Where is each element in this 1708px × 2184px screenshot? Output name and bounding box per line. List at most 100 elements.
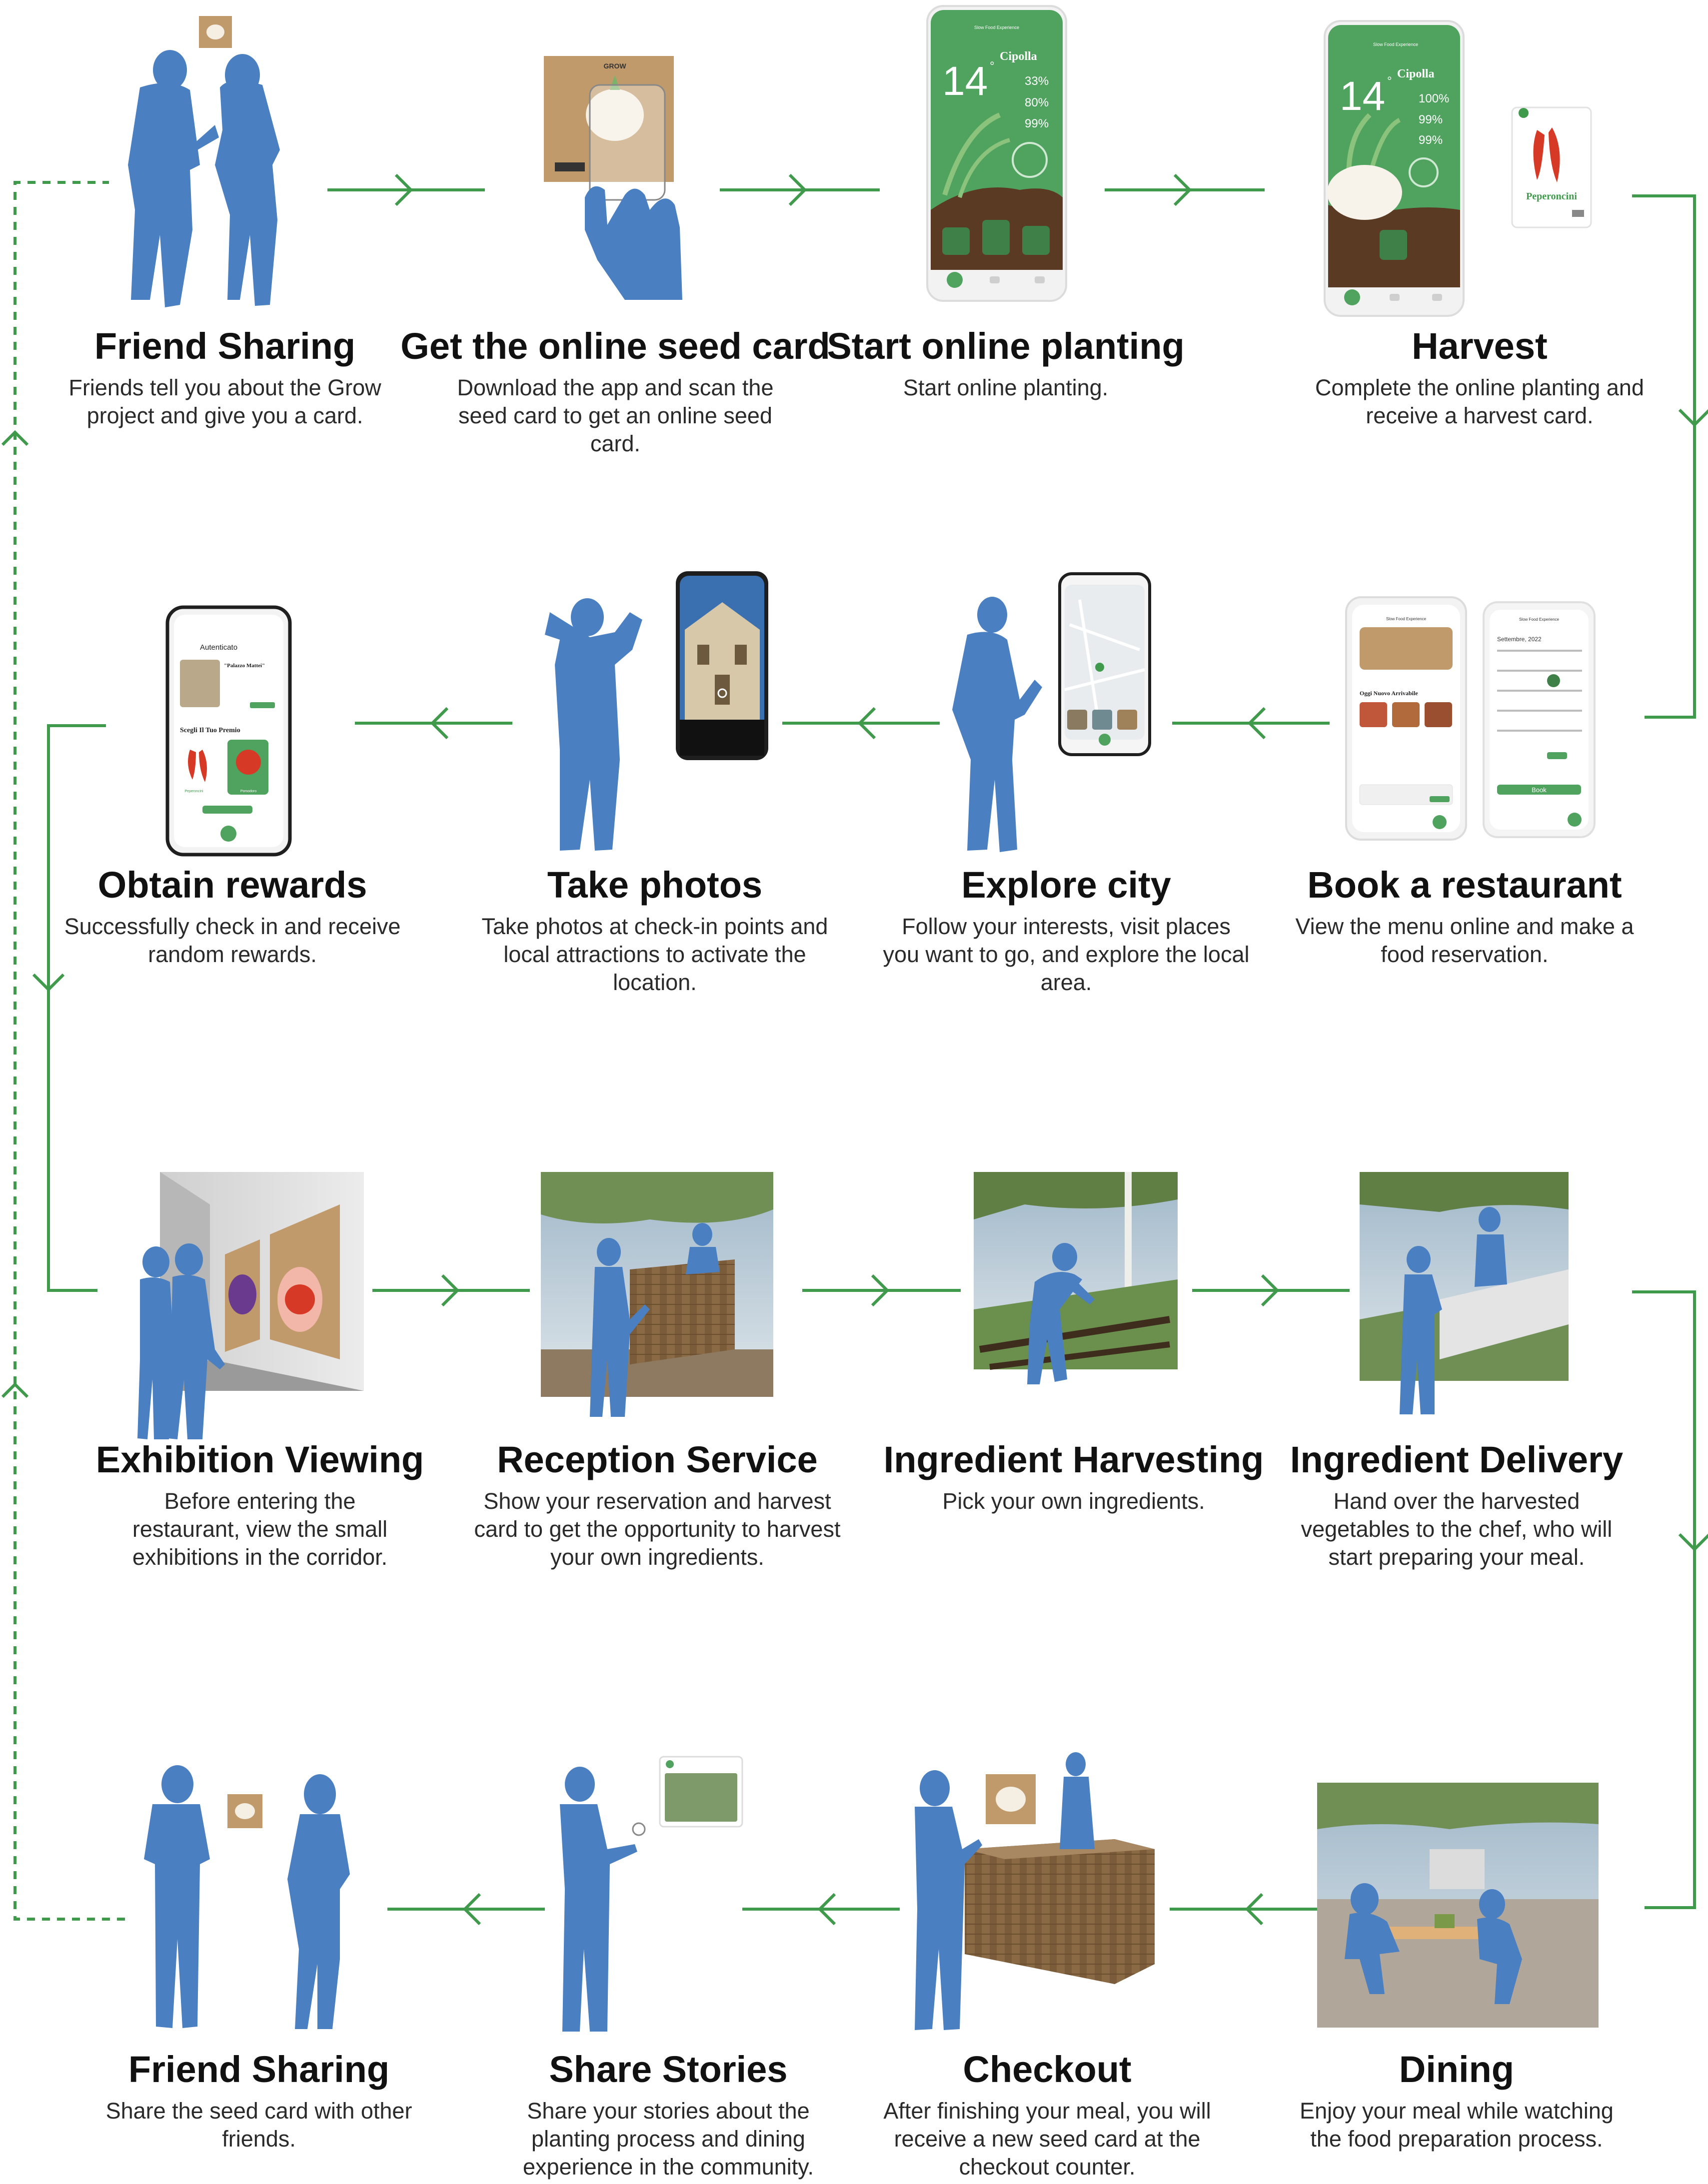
illustration-take-photos — [545, 571, 768, 851]
arrow-14-15 — [742, 1893, 900, 1926]
rewards-status: Autenticato — [200, 643, 237, 652]
phone-planting-app — [926, 5, 1067, 302]
menu-banner — [1360, 627, 1453, 670]
illustration-seed-card-scan — [544, 56, 682, 300]
harvest-stat-3: 99% — [1419, 133, 1443, 147]
planting-temperature: 14 — [942, 58, 988, 104]
illustration-share-stories — [560, 1756, 743, 2032]
palazzo-thumb — [180, 660, 220, 707]
rewards-place: "Palazzo Mattei" — [224, 663, 265, 669]
reception-counter — [630, 1259, 735, 1364]
planting-degree: ° — [990, 59, 995, 73]
reward-item-1-label: Peperoncini — [185, 790, 203, 793]
book-button-label: Book — [1532, 786, 1547, 794]
menu-title: Oggi Nuovo Arrivabile — [1360, 690, 1418, 697]
checkout-counter — [965, 1839, 1155, 1984]
illustration-friend-sharing — [128, 16, 280, 307]
arrow-15-16 — [387, 1893, 545, 1926]
harvest-stat-1: 100% — [1419, 92, 1449, 105]
step-1-desc: Friends tell you about the Grow project … — [68, 375, 381, 428]
step-8-desc: Successfully check in and receive random… — [64, 914, 401, 967]
book-button — [1497, 785, 1581, 795]
harvest-card — [1511, 106, 1592, 228]
phone-rewards-app — [165, 605, 292, 857]
step-8-title: Obtain rewards — [97, 864, 367, 906]
phone-menu-app — [1345, 596, 1467, 841]
step-7-desc: Take photos at check-in points and local… — [481, 914, 828, 995]
step-5-desc: View the menu online and make a food res… — [1295, 914, 1634, 967]
rewards-title: Scegli Il Tuo Premio — [180, 727, 240, 734]
building-facade — [685, 602, 760, 720]
reward-item-2-label: Pomodoro — [240, 790, 256, 793]
planting-stat-3: 99% — [1025, 117, 1049, 130]
illustration-explore-city — [952, 572, 1151, 852]
step-6-desc: Follow your interests, visit places you … — [883, 914, 1250, 995]
phone-calendar-app — [1483, 601, 1596, 838]
chevron-down-right-3 — [1678, 1533, 1708, 1552]
connector-right-1 — [1632, 194, 1696, 719]
step-10-title: Reception Service — [497, 1439, 818, 1480]
kitchen-counter — [1440, 1269, 1569, 1359]
step-5-title: Book a restaurant — [1307, 864, 1622, 906]
step-11-title: Ingredient Harvesting — [883, 1439, 1264, 1480]
arrow-3-4 — [1105, 173, 1265, 206]
harvest-card-label: Peperoncini — [1526, 191, 1577, 202]
step-11-desc: Pick your own ingredients. — [942, 1488, 1205, 1514]
illustration-harvesting — [974, 1172, 1178, 1384]
calendar-month: Settembre, 2022 — [1497, 636, 1542, 643]
chevron-down-left-2 — [32, 973, 65, 992]
connector-right-3 — [1632, 1290, 1696, 1909]
step-12-title: Ingredient Delivery — [1290, 1439, 1624, 1480]
step-6-title: Explore city — [961, 864, 1171, 906]
arrow-2-3 — [720, 173, 880, 206]
calendar-grid — [1497, 650, 1582, 732]
step-13-desc: Enjoy your meal while watching the food … — [1300, 2098, 1614, 2152]
step-10-desc: Show your reservation and harvest card t… — [474, 1488, 841, 1570]
seed-card-brand: GROW — [603, 62, 626, 70]
chevron-down-right-1 — [1678, 408, 1708, 427]
chevron-up-loop-2 — [1, 1382, 29, 1398]
step-3-title: Start online planting — [827, 325, 1185, 367]
planting-stat-2: 80% — [1025, 96, 1049, 109]
chevron-up-loop-1 — [1, 430, 29, 446]
illustration-checkout — [915, 1752, 1155, 2030]
illustration-exhibition — [137, 1172, 364, 1439]
harvest-plant-name: Cipolla — [1397, 67, 1435, 80]
harvest-header: Slow Food Experience — [1373, 42, 1418, 47]
arrow-5-6 — [1172, 707, 1330, 740]
arrow-7-8 — [355, 707, 512, 740]
step-4-title: Harvest — [1412, 325, 1548, 367]
onion-harvest — [1327, 165, 1402, 220]
arrow-6-7 — [782, 707, 940, 740]
step-2-title: Get the online seed card — [400, 325, 830, 367]
arrow-9-10 — [372, 1274, 530, 1307]
arrow-1-2 — [327, 173, 485, 206]
onion-icon — [586, 89, 644, 141]
harvest-temperature: 14 — [1340, 73, 1385, 119]
phone-outline — [589, 84, 666, 201]
step-1-title: Friend Sharing — [94, 325, 356, 367]
step-15-title: Share Stories — [549, 2049, 788, 2090]
illustration-dining — [1317, 1783, 1599, 2028]
step-9-title: Exhibition Viewing — [95, 1439, 424, 1480]
step-7-title: Take photos — [547, 864, 763, 906]
arrow-13-14 — [1170, 1893, 1327, 1926]
step-2-desc: Download the app and scan the seed card … — [457, 375, 774, 456]
loop-back-dashed — [13, 181, 125, 1921]
phone-harvest-app — [1324, 20, 1465, 317]
step-12-desc: Hand over the harvested vegetables to th… — [1301, 1488, 1613, 1570]
illustration-friend-sharing-2 — [144, 1765, 350, 2029]
step-16-title: Friend Sharing — [128, 2049, 390, 2090]
planting-plant-name: Cipolla — [1000, 50, 1037, 63]
planting-header: Slow Food Experience — [974, 25, 1019, 30]
step-4-desc: Complete the online planting and receive… — [1315, 375, 1644, 428]
calendar-header: Slow Food Experience — [1519, 617, 1560, 622]
map-pin-icon — [1095, 663, 1104, 672]
check-icon — [1519, 108, 1529, 118]
step-9-desc: Before entering the restaurant, view the… — [132, 1488, 388, 1570]
step-14-title: Checkout — [963, 2049, 1132, 2090]
harvest-degree: ° — [1387, 74, 1392, 88]
step-15-desc: Share your stories about the planting pr… — [523, 2098, 814, 2180]
menu-header: Slow Food Experience — [1386, 617, 1427, 621]
